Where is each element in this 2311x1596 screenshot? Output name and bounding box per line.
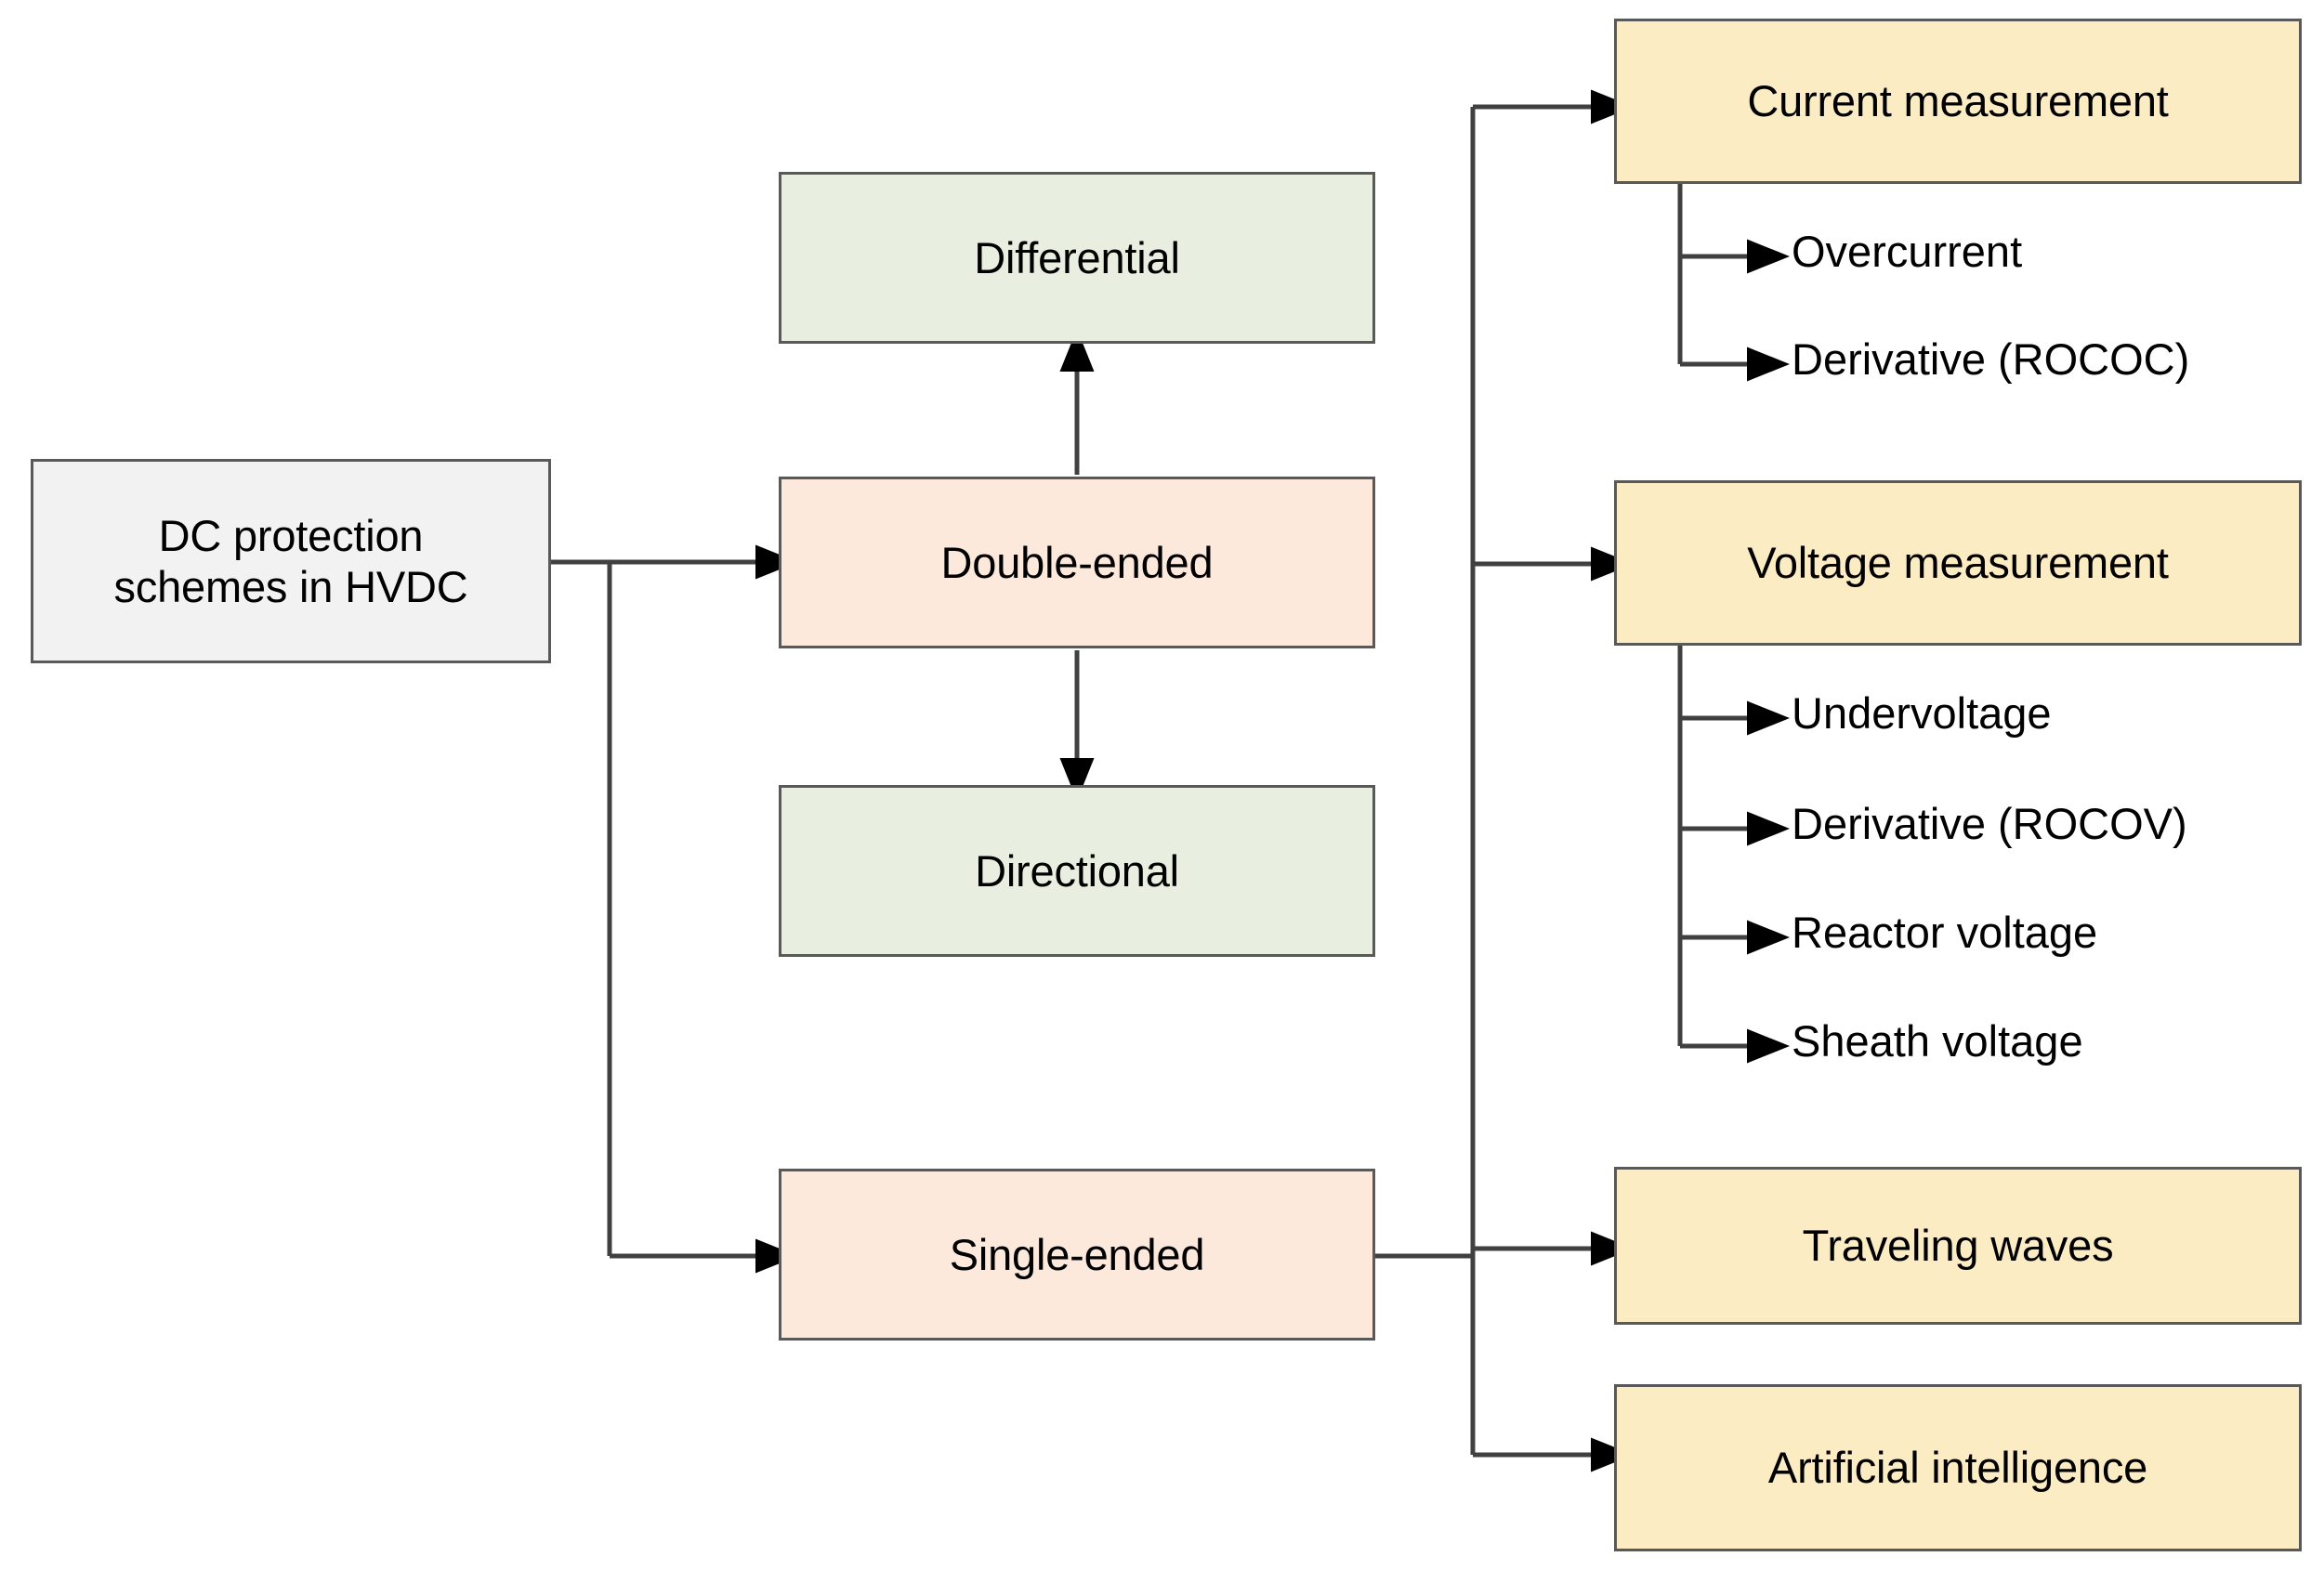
node-single-ended[interactable]: Single-ended	[779, 1169, 1375, 1341]
leaf-reactor-voltage: Reactor voltage	[1792, 908, 2098, 957]
leaf-sheath-voltage: Sheath voltage	[1792, 1016, 2083, 1066]
node-voltage-measurement[interactable]: Voltage measurement	[1614, 480, 2302, 646]
node-directional[interactable]: Directional	[779, 785, 1375, 957]
node-current-measurement[interactable]: Current measurement	[1614, 19, 2302, 184]
leaf-derivative-rococ: Derivative (ROCOC)	[1792, 334, 2190, 384]
node-artificial-intelligence[interactable]: Artificial intelligence	[1614, 1384, 2302, 1551]
node-double-ended[interactable]: Double-ended	[779, 477, 1375, 648]
leaf-derivative-rocov: Derivative (ROCOV)	[1792, 799, 2187, 848]
node-traveling-waves[interactable]: Traveling waves	[1614, 1167, 2302, 1325]
leaf-overcurrent: Overcurrent	[1792, 227, 2023, 276]
leaf-undervoltage: Undervoltage	[1792, 688, 2052, 738]
node-dc-protection-schemes-in-hvdc[interactable]: DC protection schemes in HVDC	[31, 459, 551, 663]
node-differential[interactable]: Differential	[779, 172, 1375, 344]
